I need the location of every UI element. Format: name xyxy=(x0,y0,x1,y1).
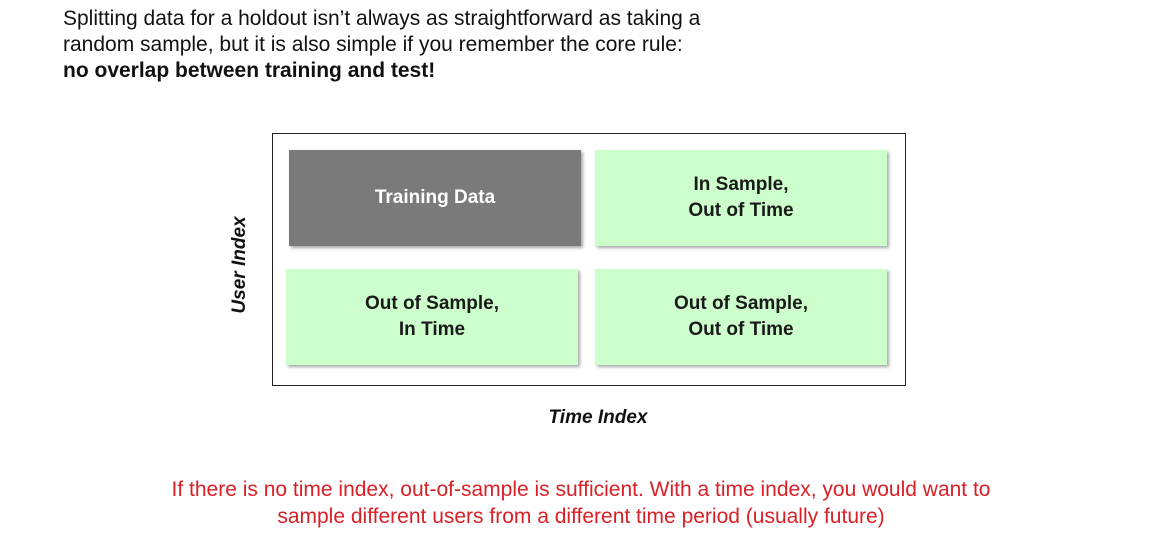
cell-training-data-label: Training Data xyxy=(374,187,496,208)
cell-label-line-2: In Time xyxy=(398,319,466,340)
intro-line-2: random sample, but it is also simple if … xyxy=(63,33,683,56)
cell-label-line-2: Out of Time xyxy=(688,200,794,221)
x-axis-label: Time Index xyxy=(548,407,648,428)
cell-label-line-1: Out of Sample, xyxy=(364,293,500,314)
cell-training-data: Training Data xyxy=(289,150,581,246)
note-line-2: sample different users from a different … xyxy=(277,505,885,528)
intro-core-rule: no overlap between training and test! xyxy=(63,59,436,82)
cell-out-of-sample-out-of-time: Out of Sample, Out of Time xyxy=(595,269,887,365)
cell-out-of-sample-in-time: Out of Sample, In Time xyxy=(286,269,578,365)
note-text: If there is no time index, out-of-sample… xyxy=(81,476,1081,530)
cell-label-line-2: Out of Time xyxy=(688,319,794,340)
y-axis-label: User Index xyxy=(229,216,250,314)
holdout-diagram-frame: Training Data In Sample, Out of Time Out… xyxy=(272,133,906,386)
intro-text: Splitting data for a holdout isn’t alway… xyxy=(63,6,963,84)
cell-label-line-1: Out of Sample, xyxy=(673,293,809,314)
intro-line-1: Splitting data for a holdout isn’t alway… xyxy=(63,7,701,30)
cell-label-line-1: In Sample, xyxy=(693,174,789,195)
note-line-1: If there is no time index, out-of-sample… xyxy=(171,478,991,501)
cell-in-sample-out-of-time: In Sample, Out of Time xyxy=(595,150,887,246)
